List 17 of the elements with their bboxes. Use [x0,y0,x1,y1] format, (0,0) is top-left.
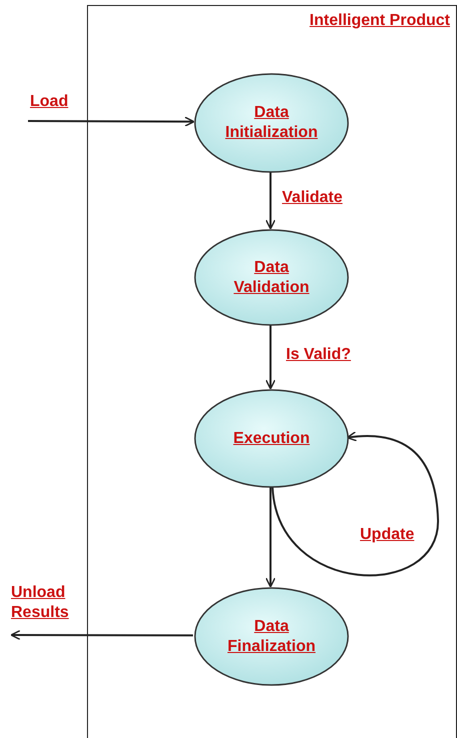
arrow [265,325,276,390]
state-name: Data Initialization [224,103,319,143]
state-name: Execution [232,428,311,448]
edge-label: Update [358,525,416,545]
arrow [28,116,195,127]
system-boundary [87,5,457,738]
state-ellipse [194,587,349,686]
arrow [265,172,276,230]
state-name: Data Finalization [226,616,316,656]
boundary-title: Intelligent Product [310,11,450,31]
arrow [10,630,193,640]
state-ellipse [194,389,349,488]
arrow [265,487,276,588]
state-name: Data Validation [232,258,310,298]
state-ellipse [194,229,349,326]
arrow [272,431,439,576]
state-ellipse [194,73,349,173]
